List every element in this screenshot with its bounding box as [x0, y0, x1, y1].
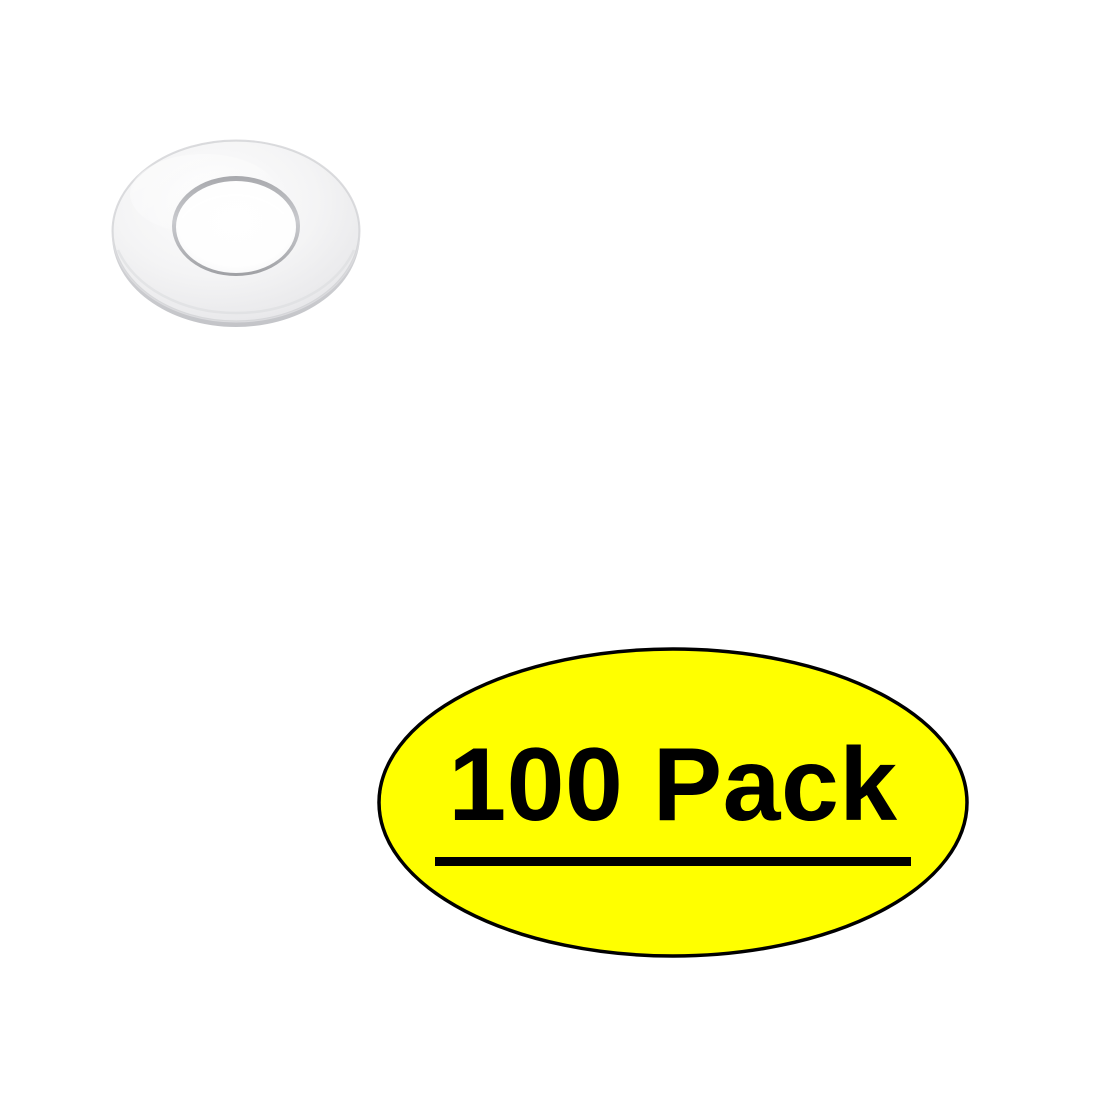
- quantity-badge: 100 Pack: [376, 646, 970, 959]
- badge-oval-shape: [377, 647, 969, 958]
- washer-hole-highlight: [181, 194, 285, 219]
- washer-lower-shade: [116, 249, 356, 315]
- flat-washer-image: [108, 132, 364, 332]
- washer-outer-contour: [112, 140, 360, 322]
- badge-quantity-label: 100 Pack: [448, 727, 898, 843]
- washer-illustration: [111, 139, 361, 327]
- badge-content: 100 Pack: [376, 646, 970, 959]
- badge-underline-rule: [435, 857, 911, 866]
- washer-hole: [176, 181, 296, 273]
- badge-ellipse: [377, 647, 969, 958]
